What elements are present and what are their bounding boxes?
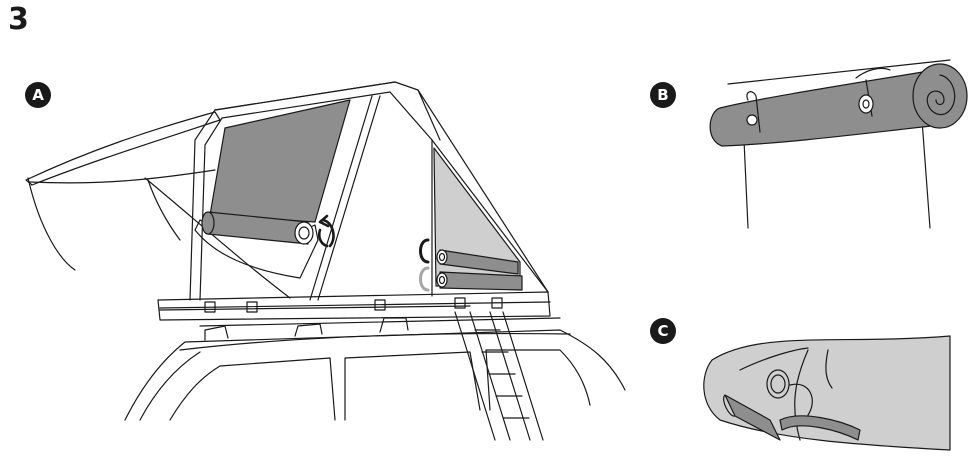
ladder: [454, 311, 544, 441]
left-rolled-fabric: [201, 211, 314, 245]
c-clip-icon-secondary: [419, 266, 430, 292]
c-clip-icon: [419, 238, 430, 264]
rolled-fabric-detail: [709, 59, 968, 229]
loop-ring: [766, 369, 813, 416]
toggle-peg: [723, 394, 781, 441]
panel-label-b: B: [650, 82, 676, 108]
left-window-fabric: [209, 99, 351, 223]
panel-label-c: C: [650, 318, 676, 344]
toggle-fastening-detail: [703, 335, 951, 451]
roll-end: [912, 63, 968, 129]
strap-right: [855, 67, 891, 117]
curved-arrow-icon: [317, 214, 335, 248]
tent-on-car-illustration: [25, 81, 626, 441]
car-body: [124, 305, 626, 421]
step-number: 3: [8, 2, 29, 37]
awning: [25, 111, 291, 299]
panel-label-a: A: [25, 82, 51, 108]
right-rolled-fabric: [436, 249, 523, 291]
strap-left: [746, 91, 761, 133]
tent-base: [157, 291, 551, 321]
strap: [779, 415, 861, 441]
